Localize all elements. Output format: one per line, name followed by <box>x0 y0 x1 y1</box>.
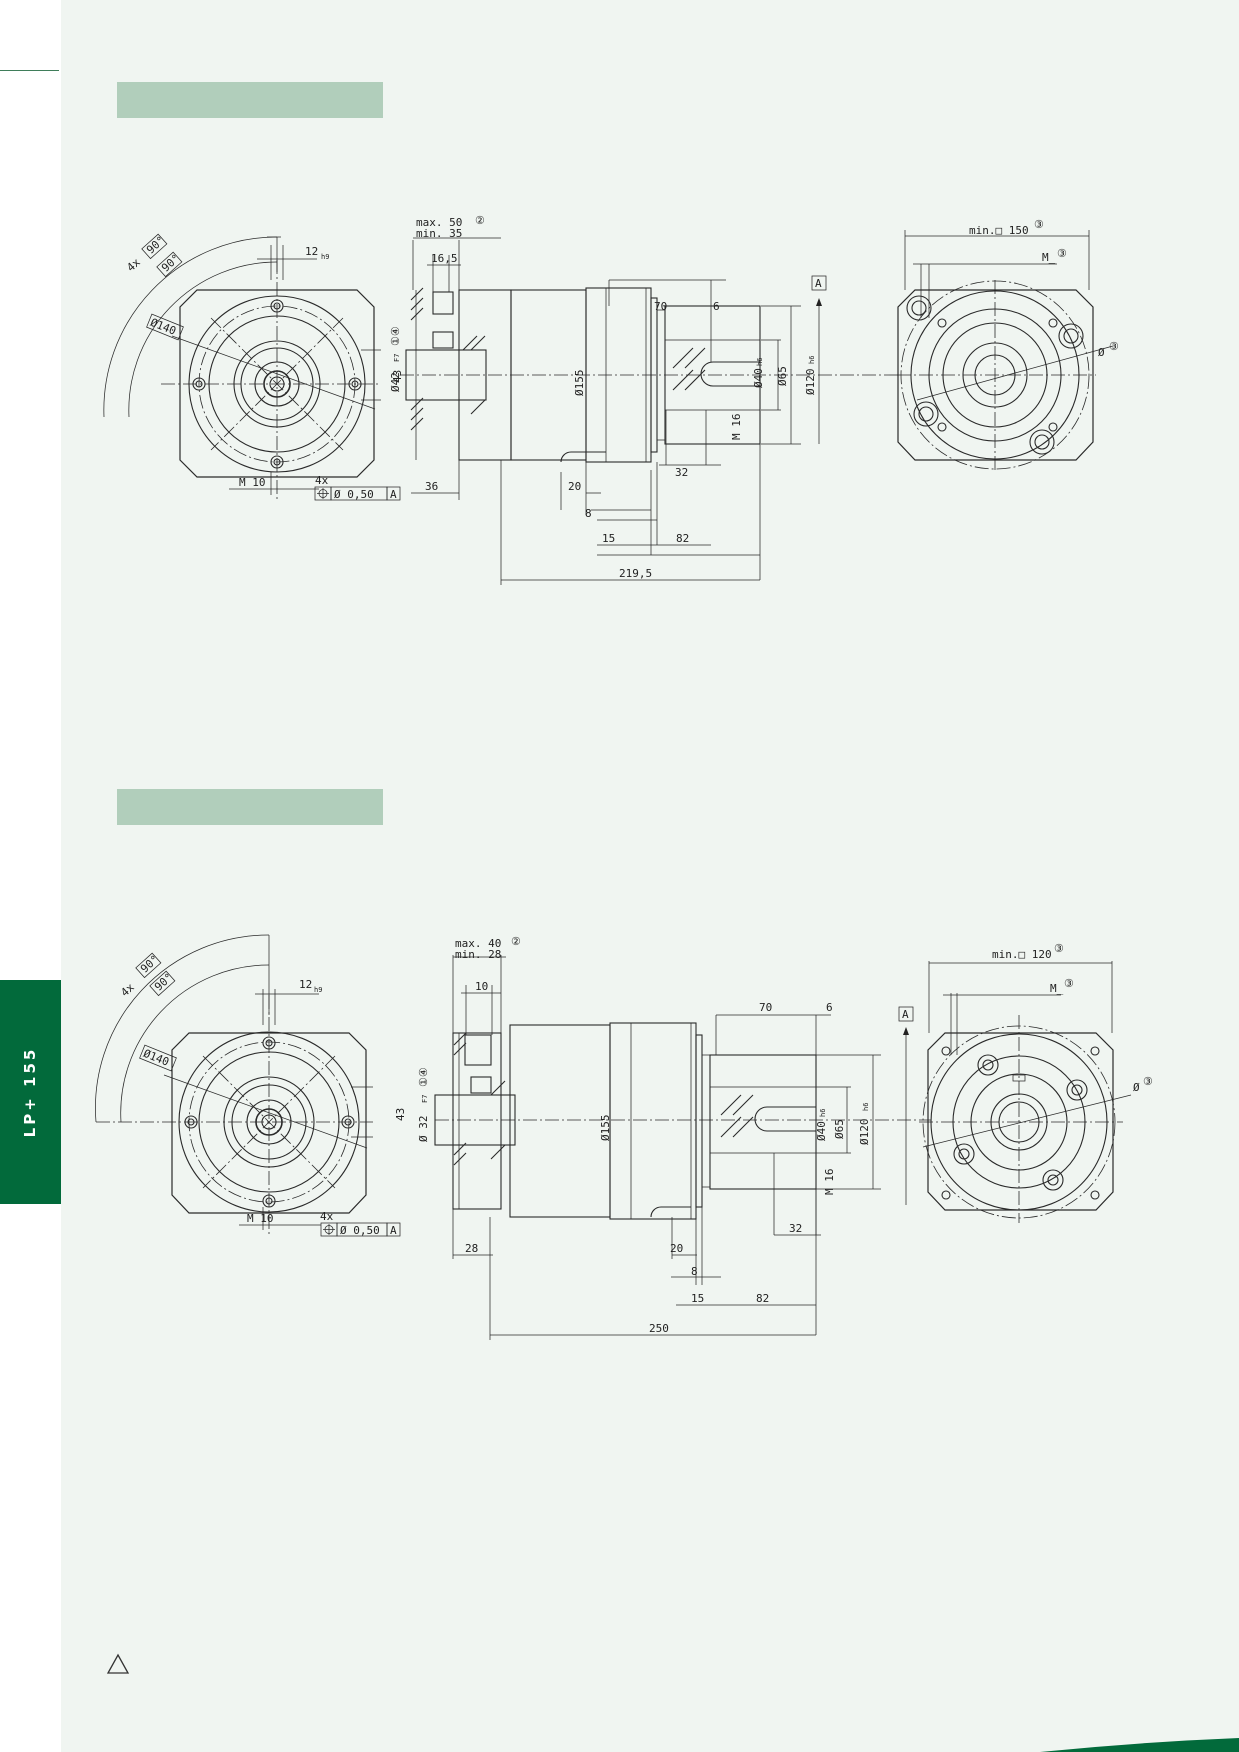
dim-65-label: Ø65 <box>776 366 789 386</box>
datum-reference-label: A <box>390 488 397 501</box>
back-min-label: min.□ 120 <box>992 948 1052 961</box>
dim-8-label: 8 <box>691 1265 698 1278</box>
thread-label: M 10 <box>247 1212 274 1225</box>
back-m-note: ③ <box>1057 247 1067 260</box>
side-view: max. 50 min. 35 ② 16,5 Ø42 F7 ①④ Ø155 70… <box>389 214 901 585</box>
min-length-label: min. 28 <box>455 948 501 961</box>
back-diameter-note: ③ <box>1109 340 1119 353</box>
dim-28-label: 28 <box>465 1242 478 1255</box>
thread-label: M 10 <box>239 476 266 489</box>
section-header-bar-1 <box>117 82 383 118</box>
dim-6-label: 6 <box>826 1001 833 1014</box>
front-view: 4x 90° 90° Ø140 12 h9 43 M 10 4x Ø 0,50 … <box>103 234 404 501</box>
top-rule <box>0 70 59 71</box>
front-view: 4x 90° 90° Ø140 12 h9 43 M 10 4x Ø 0,50 … <box>95 934 407 1237</box>
key-tolerance-label: h9 <box>314 986 322 994</box>
dim-70-label: 70 <box>759 1001 772 1014</box>
bore-notes-marker: ①④ <box>417 1067 430 1087</box>
bore-label: Ø42 <box>389 372 402 392</box>
housing-diameter-label: Ø155 <box>573 370 586 397</box>
shaft-diameter-label: Ø40 <box>752 368 765 388</box>
bore-tolerance-label: F7 <box>393 354 401 362</box>
note-2-marker: ② <box>475 214 485 227</box>
dim-15-label: 15 <box>691 1292 704 1305</box>
dim-16-5-label: 16,5 <box>431 252 458 265</box>
angle-count: 4x <box>124 255 143 274</box>
datum-a-label: A <box>815 277 822 290</box>
back-diameter-note: ③ <box>1143 1075 1153 1088</box>
position-count-label: 4x <box>315 474 329 487</box>
note-2-marker: ② <box>511 935 521 948</box>
shaft-tolerance-label: h6 <box>756 358 764 366</box>
overall-length-label: 250 <box>649 1322 669 1335</box>
back-min-note: ③ <box>1054 942 1064 955</box>
pilot-diameter-label: Ø120 <box>804 369 817 396</box>
position-tolerance-label: Ø 0,50 <box>334 488 374 501</box>
position-count-label: 4x <box>320 1210 334 1223</box>
bore-tolerance-label: F7 <box>421 1095 429 1103</box>
datum-a-label: A <box>902 1008 909 1021</box>
back-m-label: M_ <box>1042 251 1056 264</box>
dim-70-label: 70 <box>654 300 667 313</box>
shaft-thread-label: M 16 <box>730 414 743 441</box>
max-length-label: max. 40 <box>455 937 501 950</box>
warning-triangle-icon <box>106 1653 130 1674</box>
technical-drawing-1: 4x 90° 90° Ø140 12 h9 43 M 10 4x Ø 0,50 … <box>103 214 1119 585</box>
dim-43-label: 43 <box>394 1108 407 1121</box>
overall-length-label: 219,5 <box>619 567 652 580</box>
back-min-label: min.□ 150 <box>969 224 1029 237</box>
dim-20-label: 20 <box>568 480 581 493</box>
dim-6-label: 6 <box>713 300 720 313</box>
dim-32-label: 32 <box>675 466 688 479</box>
back-diameter-label: Ø <box>1133 1081 1140 1094</box>
section-header-bar-2 <box>117 789 383 825</box>
back-m-label: M_ <box>1050 982 1064 995</box>
angle-1: 90° <box>138 953 161 976</box>
datum-reference-label: A <box>390 1224 397 1237</box>
angle-2: 90° <box>152 971 175 994</box>
back-view: min.□ 120 ③ M_ ③ Ø ③ <box>919 942 1153 1223</box>
pilot-diameter-label: Ø120 <box>858 1119 871 1146</box>
shaft-diameter-label: Ø40 <box>815 1121 828 1141</box>
back-m-note: ③ <box>1064 977 1074 990</box>
dim-82-label: 82 <box>756 1292 769 1305</box>
dim-43-label: 43 <box>391 370 404 383</box>
bolt-circle-label: Ø140 <box>148 316 177 338</box>
angle-1: 90° <box>144 234 167 257</box>
pilot-tolerance-label: h6 <box>808 356 816 364</box>
housing-diameter-label: Ø155 <box>599 1115 612 1142</box>
bolt-circle-label: Ø140 <box>141 1047 170 1069</box>
side-view: max. 40 min. 28 ② 10 Ø 32 F7 ①④ Ø155 70 … <box>417 935 931 1340</box>
angle-count: 4x <box>118 980 137 999</box>
key-width-label: 12 <box>305 245 318 258</box>
dim-32-label: 32 <box>789 1222 802 1235</box>
dim-82-label: 82 <box>676 532 689 545</box>
pilot-tolerance-label: h6 <box>862 1103 870 1111</box>
back-min-note: ③ <box>1034 218 1044 231</box>
back-view: min.□ 150 ③ M_ ③ Ø ③ <box>897 218 1119 472</box>
min-length-label: min. 35 <box>416 227 462 240</box>
footer-swoosh <box>1040 1738 1239 1752</box>
dim-36-label: 36 <box>425 480 438 493</box>
bore-label: Ø 32 <box>417 1116 430 1143</box>
dim-15-label: 15 <box>602 532 615 545</box>
left-margin <box>0 0 61 1752</box>
position-tolerance-label: Ø 0,50 <box>340 1224 380 1237</box>
back-diameter-label: Ø <box>1098 346 1105 359</box>
technical-drawing-2: 4x 90° 90° Ø140 12 h9 43 M 10 4x Ø 0,50 … <box>95 934 1153 1340</box>
shaft-tolerance-label: h6 <box>819 1109 827 1117</box>
dim-20-label: 20 <box>670 1242 683 1255</box>
dim-65-label: Ø65 <box>833 1119 846 1139</box>
side-tab-label: LP+ 155 <box>21 1046 39 1138</box>
bore-notes-marker: ①④ <box>389 326 402 346</box>
max-length-label: max. 50 <box>416 216 462 229</box>
side-tab[interactable]: LP+ 155 <box>0 980 61 1204</box>
dim-10-label: 10 <box>475 980 488 993</box>
key-tolerance-label: h9 <box>321 253 329 261</box>
angle-2: 90° <box>159 252 182 275</box>
shaft-thread-label: M 16 <box>823 1169 836 1196</box>
key-width-label: 12 <box>299 978 312 991</box>
dim-8-label: 8 <box>585 507 592 520</box>
